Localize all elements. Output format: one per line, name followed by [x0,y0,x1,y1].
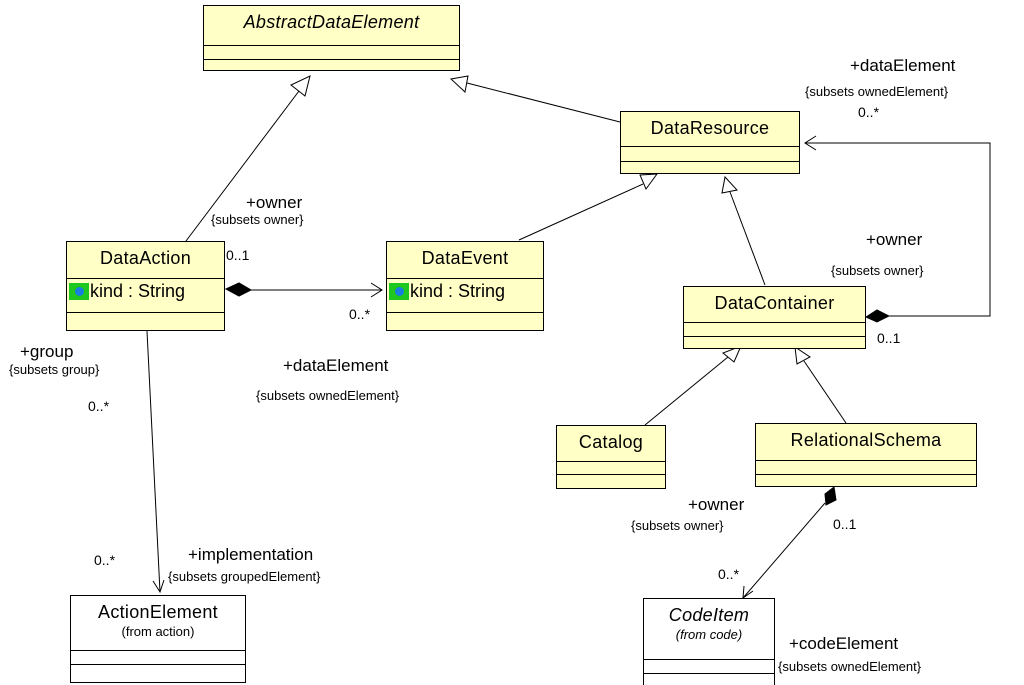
compartment-divider [204,45,459,46]
class-data-container[interactable]: DataContainer [683,286,866,349]
composition-diamond [864,309,891,323]
constraint-label: {subsets group} [9,362,100,377]
navigation-arrowhead [804,135,817,151]
role-label: +dataElement [283,356,389,375]
class-attribute[interactable]: kind : String [389,280,505,302]
constraint-label: {subsets ownedElement} [778,659,922,674]
multiplicity-label: 0..* [718,566,740,582]
constraint-label: {subsets groupedElement} [168,569,321,584]
class-data-action[interactable]: DataAction kind : String [66,241,225,331]
generalization-line [803,360,847,424]
class-name: DataContainer [714,293,835,313]
compartment-divider [67,312,224,313]
class-catalog[interactable]: Catalog [556,425,666,489]
generalization-arrowhead [290,75,311,97]
generalization-arrowhead [449,75,469,93]
compartment-divider [756,460,976,461]
composition-diamond [224,282,253,297]
compartment-divider [71,650,245,651]
navigation-arrowhead [152,579,165,594]
attribute-icon [69,282,89,300]
class-attribute[interactable]: kind : String [69,280,185,302]
compartment-divider [756,474,976,475]
generalization-line [518,183,644,241]
compartment-divider [684,336,865,337]
class-package-note: (from action) [121,624,195,639]
attribute-text: kind : String [410,281,506,301]
role-label: +implementation [188,545,314,564]
class-name: DataResource [650,118,770,138]
attribute-text: kind : String [90,281,186,301]
class-package-note: (from code) [675,627,743,642]
compartment-divider [644,673,774,674]
generalization-line [185,86,303,242]
association-line [146,330,161,593]
class-name: DataAction [99,248,192,268]
role-label: +owner [688,495,745,514]
constraint-label: {subsets ownedElement} [805,84,949,99]
multiplicity-label: 0..1 [226,247,250,263]
role-label: +owner [866,230,923,249]
class-relational-schema[interactable]: RelationalSchema [755,423,977,487]
role-label: +group [20,342,74,361]
composition-diamond [824,486,837,506]
generalization-arrowhead [722,345,742,363]
constraint-label: {subsets owner} [831,263,924,278]
constraint-label: {subsets ownedElement} [256,388,400,403]
compartment-divider [67,278,224,279]
compartment-divider [644,659,774,660]
compartment-divider [621,161,799,162]
generalization-line [466,82,621,123]
constraint-label: {subsets owner} [211,212,304,227]
compartment-divider [387,312,543,313]
generalization-arrowhead [721,175,738,194]
class-name: ActionElement [98,602,218,622]
class-data-resource[interactable]: DataResource [620,111,800,174]
class-name: DataEvent [421,248,509,268]
generalization-line [729,191,766,286]
multiplicity-label: 0..* [94,552,116,568]
multiplicity-label: 0..* [349,306,371,322]
generalization-arrowhead [794,345,811,365]
association-line [805,142,991,317]
compartment-divider [684,322,865,323]
compartment-divider [557,461,665,462]
multiplicity-label: 0..* [858,104,880,120]
class-name: CodeItem [668,605,750,625]
compartment-divider [71,664,245,665]
role-label: +owner [246,193,303,212]
class-abstract-data-element[interactable]: AbstractDataElement [203,5,460,71]
multiplicity-label: 0..* [88,398,110,414]
multiplicity-label: 0..1 [877,330,901,346]
compartment-divider [204,59,459,60]
constraint-label: {subsets owner} [631,518,724,533]
class-data-event[interactable]: DataEvent kind : String [386,241,544,331]
attribute-icon [389,282,409,300]
navigation-arrowhead [370,282,383,298]
role-label: +dataElement [850,56,956,75]
role-label: +codeElement [789,634,899,653]
association-line [742,502,826,599]
class-code-item[interactable]: CodeItem (from code) [643,598,775,685]
class-name: RelationalSchema [790,430,942,450]
class-name: Catalog [578,432,644,452]
compartment-divider [621,146,799,147]
compartment-divider [387,278,543,279]
compartment-divider [557,474,665,475]
class-action-element[interactable]: ActionElement (from action) [70,595,246,683]
class-name: AbstractDataElement [243,12,420,32]
generalization-line [644,356,729,426]
multiplicity-label: 0..1 [833,516,857,532]
generalization-arrowhead [639,173,659,191]
